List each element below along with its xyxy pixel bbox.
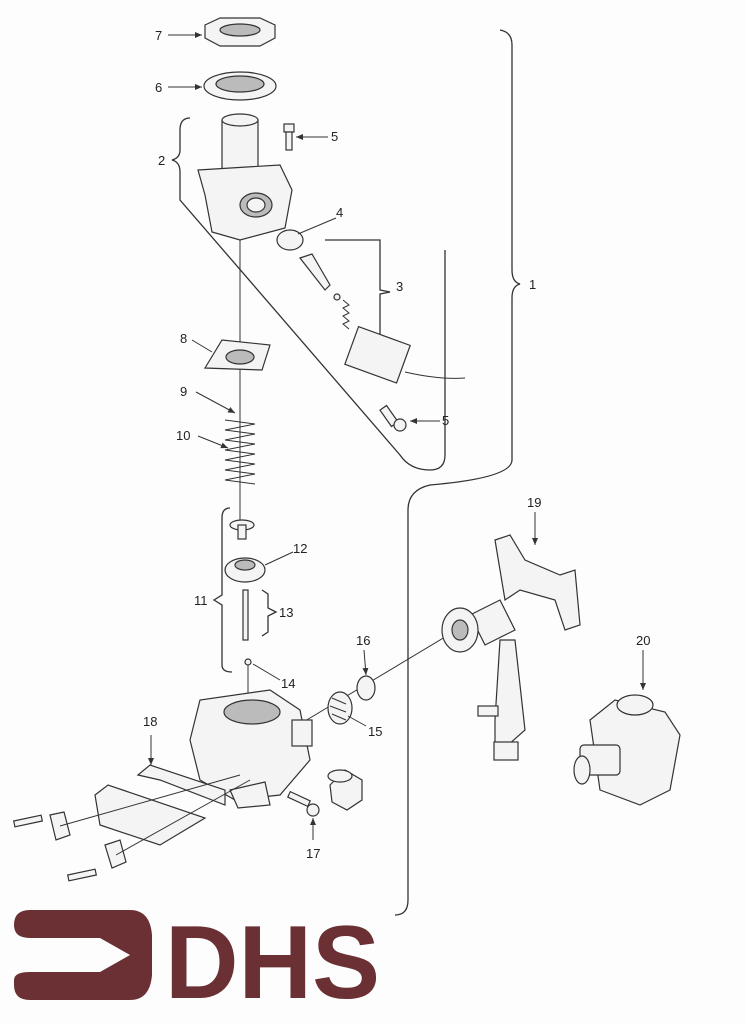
part-main-valve-body xyxy=(189,689,313,809)
label-6: 6 xyxy=(155,80,162,95)
label-7: 7 xyxy=(155,28,162,43)
label-10: 10 xyxy=(176,428,190,443)
label-3: 3 xyxy=(396,279,403,294)
label-13: 13 xyxy=(279,605,293,620)
axis-line xyxy=(289,627,461,731)
label-4: 4 xyxy=(336,205,343,220)
brace-part-13 xyxy=(261,589,278,637)
label-1: 1 xyxy=(529,277,536,292)
label-18: 18 xyxy=(143,714,157,729)
part-5-screw-lower xyxy=(379,404,407,432)
part-plug xyxy=(327,769,363,811)
logo-arrow-mark xyxy=(14,910,152,1000)
label-19: 19 xyxy=(527,495,541,510)
label-20: 20 xyxy=(636,633,650,648)
label-16: 16 xyxy=(356,633,370,648)
label-11: 11 xyxy=(194,593,208,608)
part-7-nut xyxy=(204,17,276,47)
label-17: 17 xyxy=(306,846,320,861)
leader-4 xyxy=(297,217,337,235)
part-3-solenoid xyxy=(299,253,466,384)
label-9: 9 xyxy=(180,384,187,399)
part-11-diaphragm-assembly xyxy=(224,519,266,666)
leader-14 xyxy=(252,663,281,681)
dhs-logo: DHS xyxy=(14,905,380,1021)
logo-text: DHS xyxy=(165,905,380,1021)
leader-9 xyxy=(195,391,236,414)
label-12: 12 xyxy=(293,541,307,556)
leader-10 xyxy=(197,435,229,449)
label-14: 14 xyxy=(281,676,295,691)
part-4-ball xyxy=(276,229,304,251)
part-5-screw xyxy=(283,123,295,151)
leader-12 xyxy=(264,551,294,566)
part-15-filter xyxy=(327,691,353,725)
leader-8 xyxy=(191,339,213,353)
label-2: 2 xyxy=(158,153,165,168)
part-17-screw xyxy=(286,790,320,817)
part-20-valve xyxy=(573,694,681,806)
label-15: 15 xyxy=(368,724,382,739)
part-6-washer xyxy=(203,71,277,101)
part-16-washer xyxy=(356,675,376,701)
label-5-lower: 5 xyxy=(442,413,449,428)
leader-16 xyxy=(362,649,369,676)
part-18-plate xyxy=(12,764,251,882)
part-2-housing xyxy=(197,113,293,241)
label-8: 8 xyxy=(180,331,187,346)
part-9-10-spring xyxy=(224,419,256,485)
label-5: 5 xyxy=(331,129,338,144)
brace-part-11 xyxy=(212,507,233,673)
part-19-pipe-bracket xyxy=(441,534,581,761)
leader-15 xyxy=(347,715,367,727)
brace-part-2 xyxy=(171,117,446,471)
part-8-gasket-hole xyxy=(225,349,255,365)
brace-assembly-1 xyxy=(394,29,521,916)
